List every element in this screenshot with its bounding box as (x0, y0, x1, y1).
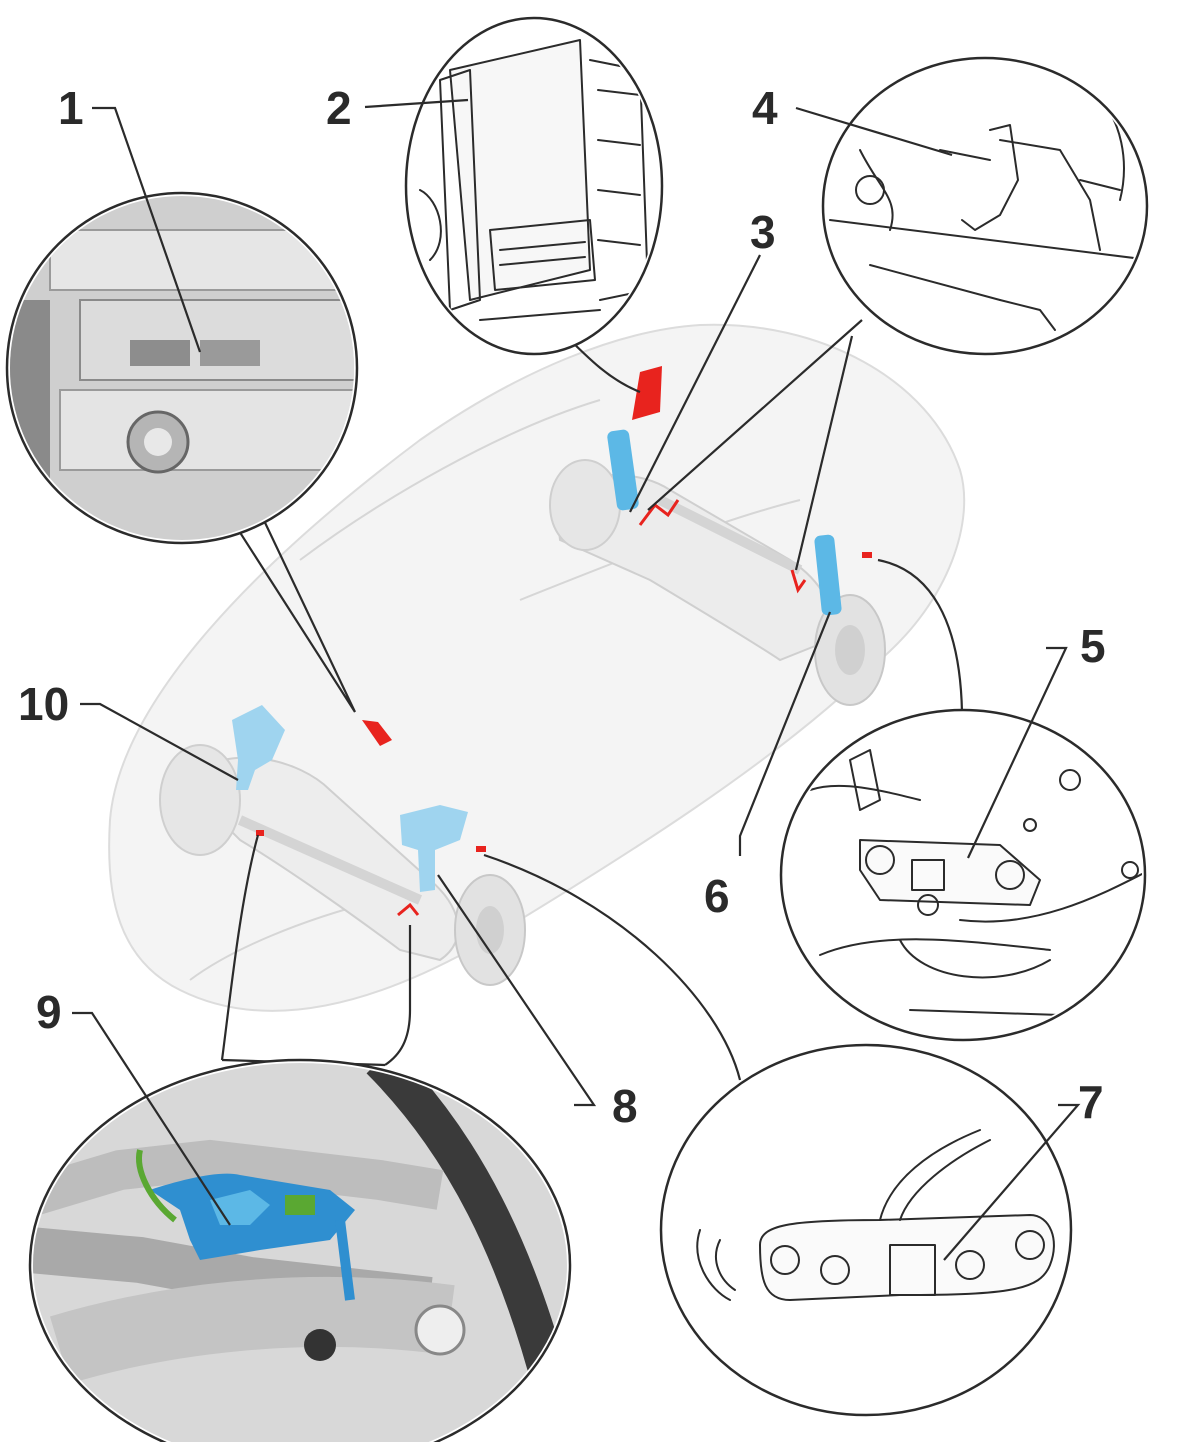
rear-right-strut (814, 534, 842, 616)
bubble-rear-sensor-detail (647, 56, 1149, 571)
front-level-sensor-links (256, 830, 486, 917)
callout-2: 2 (326, 82, 352, 134)
bubble-sensor-mount-detail (779, 558, 1147, 1042)
control-unit-marker (632, 366, 662, 420)
bubble-switch-detail (5, 191, 359, 713)
callout-leaders (72, 98, 1081, 1261)
front-right-strut (400, 805, 468, 892)
callout-5: 5 (1080, 620, 1106, 672)
callout-10: 10 (18, 678, 69, 730)
callout-3: 3 (750, 206, 776, 258)
callout-6: 6 (704, 870, 730, 922)
callout-7: 7 (1078, 1076, 1104, 1128)
callout-1: 1 (58, 82, 84, 134)
bubble-front-level-sensor-detail (28, 834, 572, 1442)
bubble-front-sensor-mount-detail (483, 853, 1073, 1417)
rear-axle-assembly (549, 459, 886, 706)
switch-marker (362, 720, 392, 746)
front-axle-assembly (159, 744, 526, 986)
callout-8: 8 (612, 1080, 638, 1132)
callout-4: 4 (752, 82, 778, 134)
rear-level-sensor-links (638, 499, 872, 594)
front-left-strut (232, 705, 285, 790)
bubble-control-unit-detail (404, 16, 664, 394)
callout-9: 9 (36, 986, 62, 1038)
callout-labels: 1 2 3 4 5 6 7 8 9 10 (18, 82, 1106, 1132)
rear-left-strut (607, 429, 639, 511)
